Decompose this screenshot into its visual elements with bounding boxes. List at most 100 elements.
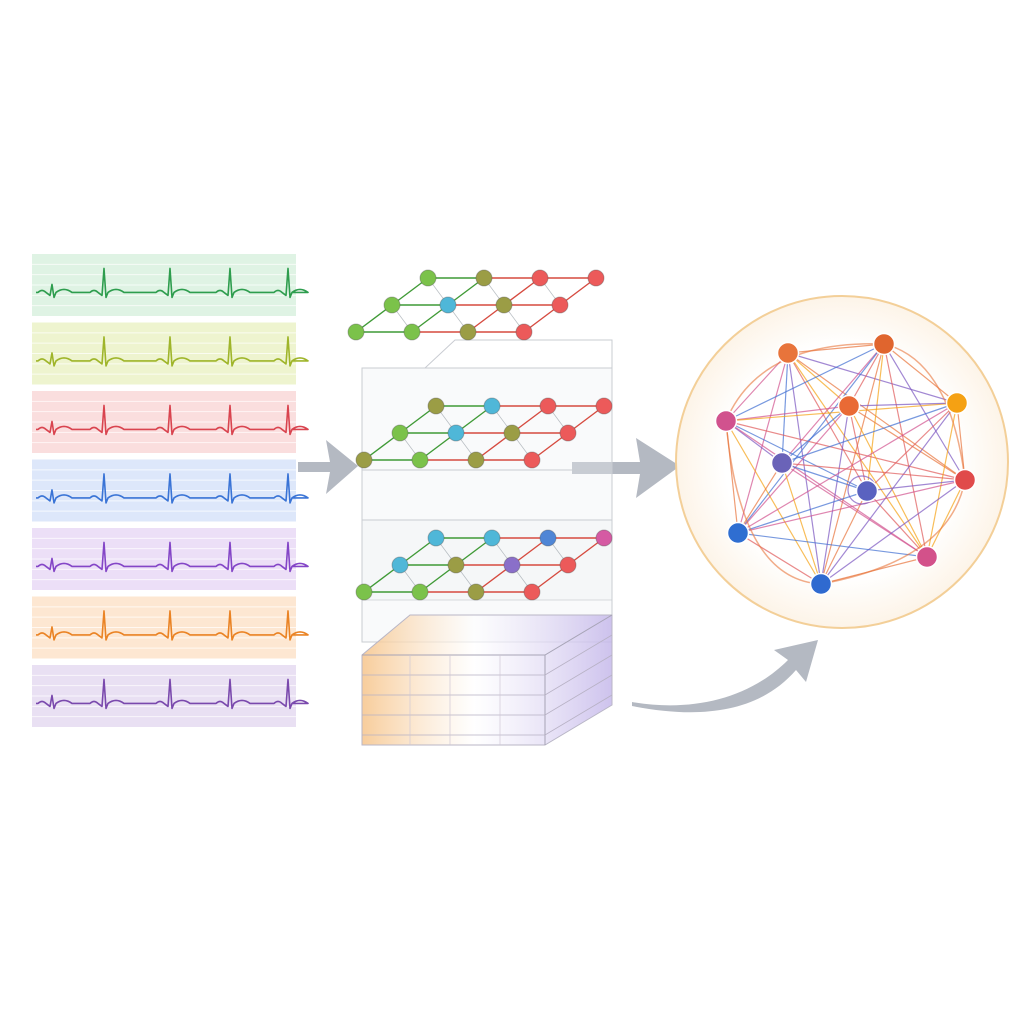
- arrow-signals-to-layers: [298, 440, 358, 494]
- network-node: [837, 394, 861, 418]
- feature-block-slice: [362, 694, 613, 736]
- network-edge: [781, 343, 885, 464]
- graph-node: [411, 583, 429, 601]
- network-edge: [820, 343, 885, 585]
- graph-node: [467, 583, 485, 601]
- ecg-signal-strips: [32, 254, 309, 727]
- network-edge: [737, 479, 966, 534]
- graph-node: [559, 424, 577, 442]
- graph-node: [531, 269, 549, 287]
- layer-frame: [361, 339, 613, 643]
- ecg-waveform: [36, 267, 309, 299]
- flow-arrows: [298, 438, 818, 713]
- network-edge: [883, 343, 928, 558]
- graph-node: [447, 556, 465, 574]
- feature-block-slice: [362, 654, 613, 696]
- network-edges: [725, 343, 966, 585]
- graph-node: [383, 296, 401, 314]
- network-node: [770, 451, 794, 475]
- network-edge: [787, 352, 868, 492]
- network-edge: [787, 352, 958, 404]
- network-edge: [781, 405, 850, 464]
- network-edge: [781, 462, 966, 481]
- network-edge: [781, 402, 958, 464]
- graph-node: [523, 451, 541, 469]
- network-edge: [725, 420, 966, 481]
- graph-node: [587, 269, 605, 287]
- network-edge: [725, 405, 850, 422]
- network-edge: [737, 532, 928, 558]
- network-edge: [820, 490, 868, 585]
- ecg-waveform: [36, 678, 309, 710]
- network-edge: [866, 343, 885, 492]
- network-edge: [737, 532, 822, 585]
- network-edge: [883, 343, 958, 404]
- feature-block-slice: [362, 674, 613, 716]
- network-edge: [848, 343, 885, 407]
- network-edge: [725, 420, 928, 558]
- feature-block-slice: [362, 634, 613, 676]
- network-edge: [848, 402, 958, 407]
- layer-frame-panel: [361, 367, 613, 471]
- network-edge: [737, 352, 789, 534]
- network-node: [776, 341, 800, 365]
- network-edge: [848, 405, 868, 492]
- network-node: [809, 572, 833, 596]
- ecg-waveform: [36, 404, 309, 436]
- network-node: [726, 521, 750, 545]
- network-edge: [725, 420, 822, 585]
- network-edge: [737, 405, 850, 534]
- network-edge: [926, 479, 966, 558]
- ecg-waveform: [36, 336, 309, 367]
- network-edge: [883, 343, 966, 481]
- graph-node: [539, 529, 557, 547]
- graph-node: [355, 583, 373, 601]
- graph-node: [411, 451, 429, 469]
- network-edge: [781, 462, 822, 585]
- network-node: [915, 545, 939, 569]
- network-edge: [781, 462, 928, 558]
- feature-block-body: [361, 614, 613, 746]
- network-edge: [737, 490, 868, 534]
- network-edge: [787, 352, 928, 558]
- graph-node: [483, 397, 501, 415]
- network-edge: [781, 462, 868, 492]
- graph-node: [419, 269, 437, 287]
- graph-node: [503, 556, 521, 574]
- graph-node: [503, 424, 521, 442]
- network-edge: [866, 490, 928, 558]
- node-grids: [347, 269, 613, 601]
- graph-node: [467, 451, 485, 469]
- ecg-waveform: [36, 610, 309, 641]
- network-edge: [848, 405, 928, 558]
- graph-node: [347, 323, 365, 341]
- network-edge: [787, 352, 822, 585]
- graph-node: [539, 397, 557, 415]
- network-edge: [820, 405, 850, 585]
- graph-node: [439, 296, 457, 314]
- graph-node: [391, 556, 409, 574]
- graph-node: [595, 529, 613, 547]
- graph-node: [403, 323, 421, 341]
- graph-node: [459, 323, 477, 341]
- network-edge: [725, 420, 868, 492]
- network-edge: [848, 405, 966, 481]
- graph-node: [495, 296, 513, 314]
- arrow-layers-to-network: [572, 438, 680, 498]
- network-sphere: [675, 295, 1009, 629]
- network-edge: [737, 402, 958, 534]
- graph-node: [523, 583, 541, 601]
- graph-node: [391, 424, 409, 442]
- network-edge: [787, 352, 966, 481]
- network-node: [953, 468, 977, 492]
- network-edge: [926, 402, 958, 558]
- network-edge: [737, 462, 783, 534]
- network-nodes: [714, 332, 977, 596]
- network-edge: [787, 343, 885, 354]
- network-edge: [866, 402, 958, 492]
- ecg-waveform: [36, 541, 309, 573]
- network-edge: [820, 479, 966, 585]
- network-edge: [725, 343, 885, 422]
- network-node: [872, 332, 896, 356]
- network-edge: [781, 352, 789, 464]
